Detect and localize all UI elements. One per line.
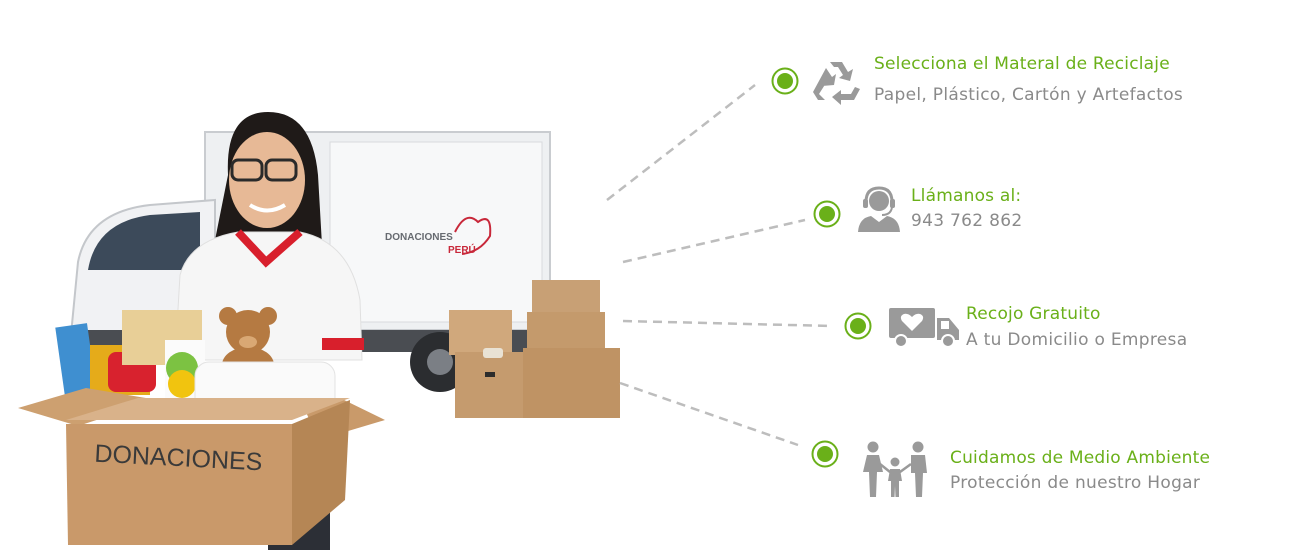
bullet-icon	[771, 67, 799, 95]
truck-logo-top: DONACIONES	[385, 232, 453, 243]
recycle-icon	[813, 62, 860, 105]
feature-subtitle: Papel, Plástico, Cartón y Artefactos	[874, 85, 1184, 105]
donation-box: DONACIONES	[18, 307, 385, 545]
feature-title: Cuidamos de Medio Ambiente	[950, 448, 1211, 468]
bullet-icon	[811, 440, 839, 468]
feature-title: Selecciona el Materal de Reciclaje	[874, 54, 1170, 74]
truck-logo-bottom: PERÚ	[448, 243, 476, 256]
connector-line-2	[622, 218, 806, 264]
bullet-icon	[813, 200, 841, 228]
feature-title: Llámanos al:	[911, 186, 1022, 206]
connector-line-3	[622, 319, 833, 328]
bullet-icon	[844, 312, 872, 340]
feature-subtitle: Protección de nuestro Hogar	[950, 473, 1201, 493]
family-icon	[863, 441, 927, 497]
connector-line-4	[619, 381, 799, 447]
feature-subtitle: 943 762 862	[911, 211, 1023, 231]
headset-agent-icon	[858, 186, 900, 232]
delivery-truck-heart-icon	[889, 308, 959, 348]
feature-subtitle: A tu Domicilio o Empresa	[966, 330, 1188, 350]
donation-illustration: DONACIONES PERÚ	[18, 112, 620, 550]
feature-title: Recojo Gratuito	[966, 304, 1101, 324]
cardboard-boxes	[449, 280, 620, 418]
